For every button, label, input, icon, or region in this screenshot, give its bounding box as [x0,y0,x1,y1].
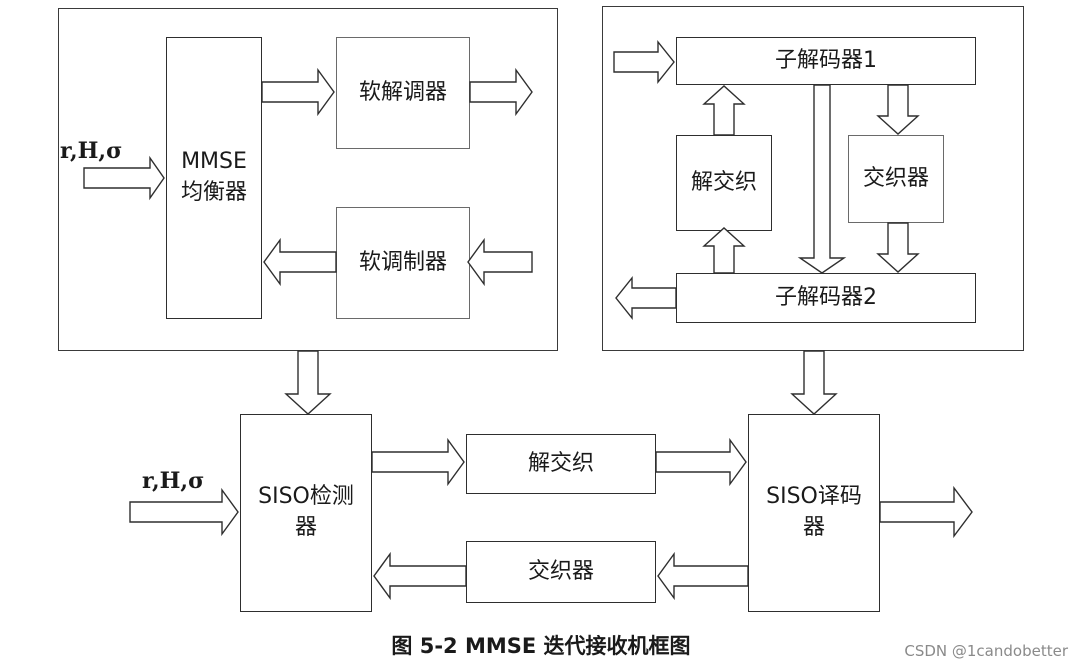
watermark: CSDN @1candobetter [904,642,1068,660]
arrow-interleaver-to-detector [373,551,467,601]
arrow-input-to-detector [129,487,239,537]
arrow-input-to-mod [467,237,533,287]
sub-decoder-1-box: 子解码器1 [676,37,976,85]
sub-decoder-2-box: 子解码器2 [676,273,976,323]
arrow-demod-output [469,67,533,117]
siso-decoder-label: SISO译码 器 [766,484,862,540]
arrow-decoder-to-interleaver [657,551,749,601]
arrow-subdecoder2-to-deinterleaver [702,227,746,274]
arrow-interleaver-to-subdecoder2 [876,222,920,273]
arrow-mmse-to-demod [261,67,335,117]
deinterleaver-bottom-label: 解交织 [527,450,594,476]
deinterleaver-top-label: 解交织 [690,169,757,195]
sub-decoder-1-label: 子解码器1 [775,47,877,73]
deinterleaver-top-box: 解交织 [676,135,772,231]
arrow-subdecoder1-to-interleaver [876,84,920,135]
arrow-input-to-subdecoder1 [613,40,675,84]
mmse-equalizer-label: MMSE 均衡器 [180,149,247,205]
siso-decoder-box: SISO译码 器 [748,414,880,612]
arrow-decoder-output [879,485,973,539]
arrow-rightpanel-to-decoder [790,350,838,415]
arrow-leftpanel-to-detector [284,350,332,415]
arrow-subdecoder2-output [615,276,677,320]
arrow-detector-to-deinterleaver [371,437,465,487]
arrow-input-to-mmse [83,155,165,201]
siso-detector-label: SISO检测 器 [258,484,354,540]
interleaver-top-box: 交织器 [848,135,944,223]
interleaver-bottom-label: 交织器 [527,558,594,584]
deinterleaver-bottom-box: 解交织 [466,434,656,494]
soft-demodulator-label: 软解调器 [358,79,447,105]
arrow-mod-to-mmse [263,237,337,287]
sub-decoder-2-label: 子解码器2 [775,284,877,310]
arrow-subdecoder1-to-subdecoder2 [797,84,847,274]
interleaver-bottom-box: 交织器 [466,541,656,603]
arrow-deinterleaver-to-subdecoder1 [702,85,746,136]
soft-modulator-label: 软调制器 [358,249,447,275]
bottom-input-label: r,H,σ [142,468,205,494]
mmse-equalizer-box: MMSE 均衡器 [166,37,262,319]
interleaver-top-label: 交织器 [862,165,929,191]
siso-detector-box: SISO检测 器 [240,414,372,612]
soft-demodulator-box: 软解调器 [336,37,470,149]
top-input-label: r,H,σ [60,138,123,164]
arrow-deinterleaver-to-decoder [655,437,747,487]
figure-caption: 图 5-2 MMSE 迭代接收机框图 [391,634,691,658]
